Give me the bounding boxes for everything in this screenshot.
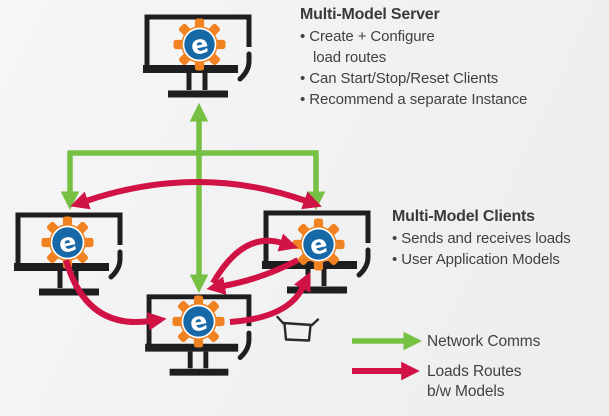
gear-e-logo-icon [292, 218, 345, 271]
server-bullet-line: • Can Start/Stop/Reset Clients [300, 70, 499, 87]
clients-info-block: Multi-Model Clients • Sends and receives… [392, 206, 571, 270]
legend-loads-label-line1: Loads Routes [427, 363, 522, 380]
clients-bullet-line: • Sends and receives loads [392, 230, 571, 247]
client-monitor-right [259, 203, 375, 300]
server-bullet-line: • Create + Configure [300, 28, 435, 45]
server-monitor [140, 7, 256, 104]
server-bullet-line: • Recommend a separate Instance [300, 91, 528, 108]
client-monitor-left [11, 205, 127, 302]
server-title: Multi-Model Server [300, 6, 440, 23]
server-bullet-line: load routes [313, 49, 387, 66]
clients-title: Multi-Model Clients [392, 208, 535, 225]
client-monitor-center [142, 287, 256, 382]
legend-loads-label-line2: b/w Models [427, 383, 505, 400]
legend-network-label: Network Comms [427, 333, 541, 350]
open-box-icon [276, 315, 320, 342]
gear-e-logo-icon [172, 295, 225, 348]
clients-bullet-line: • User Application Models [392, 251, 560, 268]
server-info-block: Multi-Model Server • Create + Configure … [300, 4, 527, 110]
legend-loads-label: Loads Routes b/w Models [427, 362, 522, 402]
gear-e-logo-icon [173, 18, 226, 71]
gear-e-logo-icon [41, 216, 94, 269]
